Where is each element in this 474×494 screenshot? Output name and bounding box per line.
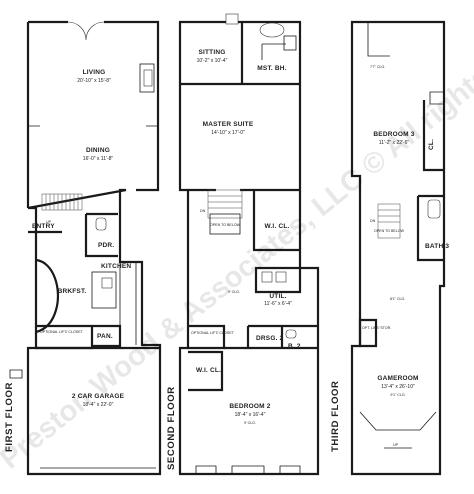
second-lift-closet-label: OPTIONAL LIFT/ CLOSET	[191, 331, 235, 335]
master-bath-label: MST. BH.	[257, 65, 286, 72]
third-top-ceiling: 7'7" CLG.	[370, 65, 385, 69]
stair-up-label: UP	[46, 220, 52, 224]
third-floor-label: THIRD FLOOR	[330, 380, 341, 452]
sitting-room-dimensions: 10'-2" x 10'-4"	[197, 58, 228, 64]
third-lift-storage-label: OPT. LIFT/ STOR.	[362, 326, 391, 330]
breakfast-label: BRKFST.	[58, 288, 87, 295]
dining-room-dimensions: 16'-0" x 11'-8"	[83, 156, 114, 162]
utility-dimensions: 11'-6" x 6'-4"	[264, 301, 292, 307]
bedroom-2-label: BEDROOM 2	[229, 403, 270, 410]
first-lift-closet-label: OPTIONAL LIFT/ CLOSET	[40, 330, 84, 334]
dining-room-label: DINING	[86, 147, 110, 154]
first-floor-plan	[9, 20, 162, 476]
utility-label: UTIL.	[269, 293, 286, 300]
master-suite-dimensions: 14'-10" x 17'-0"	[211, 130, 245, 136]
master-suite-label: MASTER SUITE	[203, 121, 254, 128]
third-open-below-label: OPEN TO BELOW	[374, 229, 405, 233]
powder-room-label: PDR.	[98, 242, 114, 249]
third-stair-up-label: UP	[393, 443, 399, 447]
first-lift-closet-text: OPTIONAL LIFT/ CLOSET	[40, 330, 84, 334]
garage-label: 2 CAR GARAGE	[72, 393, 125, 400]
living-room-label: LIVING	[83, 69, 106, 76]
gameroom-ceiling: 9'1" CLG.	[390, 393, 405, 397]
bedroom-3-closet-label: CL.	[428, 139, 435, 150]
sitting-room-label: SITTING	[198, 49, 225, 56]
third-floor-plan	[350, 20, 446, 476]
gameroom-label: GAMEROOM	[377, 375, 418, 382]
second-floor-label: SECOND FLOOR	[166, 386, 177, 470]
bedroom-2-dimensions: 18'-4" x 16'-4"	[235, 412, 266, 418]
bedroom-3-label: BEDROOM 3	[373, 131, 414, 138]
bedroom-2-ceiling: 9' CLG.	[244, 421, 256, 425]
garage-dimensions: 18'-4" x 22'-0"	[83, 402, 114, 408]
bedroom-2-closet-label: W.I. CL.	[196, 367, 221, 374]
third-mid-ceiling: 8'1" CLG.	[390, 297, 405, 301]
bedroom-3-dimensions: 11'-2" x 22'-6"	[379, 140, 410, 146]
pantry-label: PAN.	[97, 333, 113, 340]
walk-in-closet-label: W.I. CL.	[264, 223, 289, 230]
second-stair-dn-label: DN	[200, 209, 206, 213]
living-room-dimensions: 20'-10" x 15'-8"	[77, 78, 111, 84]
gameroom-dimensions: 13'-4" x 26'-10"	[381, 384, 415, 390]
second-open-below-label: OPEN TO BELOW	[210, 223, 241, 227]
second-floor-plan	[178, 13, 320, 476]
dressing-2-label: DRSG. 2	[256, 335, 284, 342]
bath-2-label: B. 2	[288, 343, 301, 350]
kitchen-label: KITCHEN	[101, 263, 131, 270]
third-stair-dn-label: DN	[370, 219, 376, 223]
entry-label: ENTRY	[32, 223, 55, 230]
bath-3-label: BATH 3	[425, 243, 449, 250]
first-floor-label: FIRST FLOOR	[4, 382, 15, 452]
second-ceiling-label: 9' CLG.	[228, 290, 240, 294]
